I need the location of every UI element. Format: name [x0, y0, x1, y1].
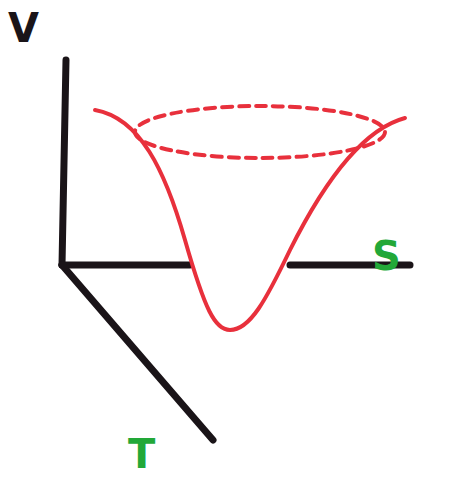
s-axis: [62, 262, 190, 269]
t-axis: [62, 265, 213, 440]
potential-curve: [95, 110, 405, 330]
axis-label: V: [8, 8, 39, 48]
axis-label: S: [372, 236, 401, 276]
v-axis: [62, 60, 66, 265]
dashed-circle: [135, 106, 385, 158]
axes: [62, 60, 410, 440]
axis-label: T: [128, 434, 155, 474]
